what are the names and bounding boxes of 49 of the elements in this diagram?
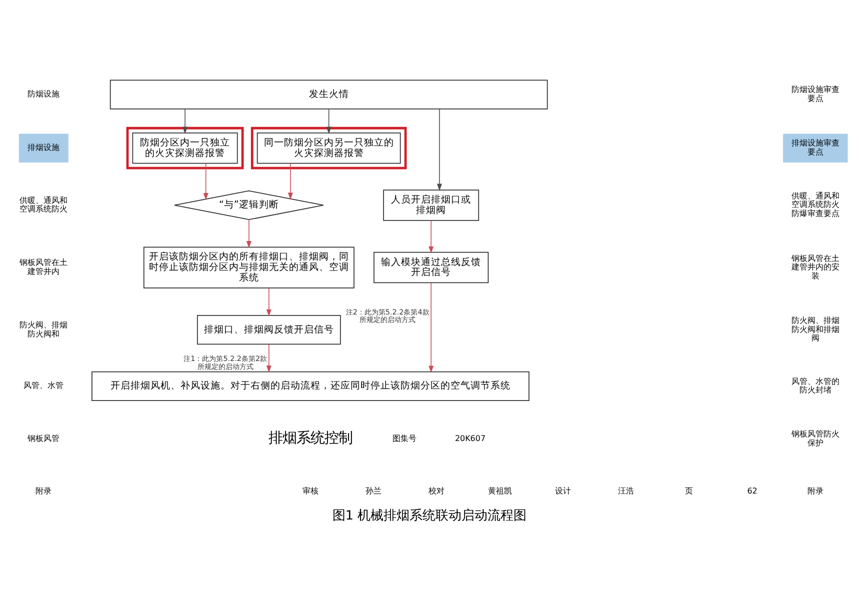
node-box: 开启该防烟分区内的所有排烟口、排烟阀，同时停止该防烟分区内与排烟无关的通风、空调系统: [143, 246, 354, 288]
arrow: [203, 163, 208, 200]
label: 供暖、通风和空调系统防火防爆审查要点: [791, 191, 840, 218]
label: 排烟设施: [28, 143, 60, 152]
node-box: 防烟分区内一只独立的火灾探测器报警: [132, 132, 238, 164]
label: 钢板风管: [28, 434, 60, 443]
arrow: [246, 219, 252, 248]
label: 汪浩: [618, 486, 634, 496]
label: 20K607: [454, 434, 486, 443]
label: 排烟系统控制: [268, 430, 352, 446]
label: 页: [685, 486, 694, 496]
label: 防火阀、排烟防火阀和: [20, 320, 68, 338]
arrow: [266, 288, 272, 317]
label: 排烟设施审查要点: [791, 138, 840, 156]
edge-label: 注1：此为第5.2.2条第2款所规定的启动方式: [184, 354, 268, 371]
label: 钢板风管在土建管井内的安装: [791, 254, 840, 280]
node-box: 同一防烟分区内另一只独立的火灾探测器报警: [256, 132, 401, 164]
arrow: [326, 108, 332, 134]
arrow: [288, 163, 293, 200]
label: 附录: [36, 486, 52, 496]
label: 黄祖凯: [488, 486, 512, 496]
label: 校对: [428, 486, 445, 496]
label: 设计: [554, 486, 571, 496]
label: 防火阀、排烟防火阀和排烟阀: [791, 316, 840, 343]
caption: 图1 机械排烟系统联动启动流程图: [332, 508, 527, 524]
label: 防烟设施: [28, 90, 60, 99]
label: 附录: [807, 486, 824, 496]
label: 钢板风管防火保护: [791, 430, 840, 448]
label: 孙兰: [366, 486, 382, 496]
node-box: 排烟口、排烟阀反馈开启信号: [196, 315, 341, 345]
node-box: 人员开启排烟口或排烟阀: [383, 190, 480, 221]
arrow: [428, 282, 434, 373]
arrow: [436, 108, 442, 191]
label: 62: [747, 486, 758, 496]
arrow: [266, 344, 272, 373]
arrow: [182, 108, 188, 134]
label: 审核: [302, 486, 318, 496]
label: 风管、水管: [24, 381, 64, 390]
label: 钢板风管在土建管井内: [20, 258, 68, 276]
edge-label: 注2：此为第5.2.2条第4款所规定的启动方式: [346, 307, 430, 324]
label: 风管、水管的防火封堵: [791, 376, 840, 395]
label: 供暖、通风和空调系统防火: [20, 196, 68, 214]
node-box: 输入模块通过总线反馈开启信号: [374, 252, 489, 284]
label: 防烟设施审查要点: [791, 85, 840, 103]
arrow: [428, 220, 434, 254]
node-box: 开启排烟风机、补风设施。对于右侧的启动流程，还应同时停止该防烟分区的空气调节系统: [92, 371, 530, 401]
node-diamond: “与”逻辑判断: [174, 190, 324, 220]
label: 图集号: [392, 434, 417, 443]
node-box: 发生火情: [110, 80, 548, 110]
